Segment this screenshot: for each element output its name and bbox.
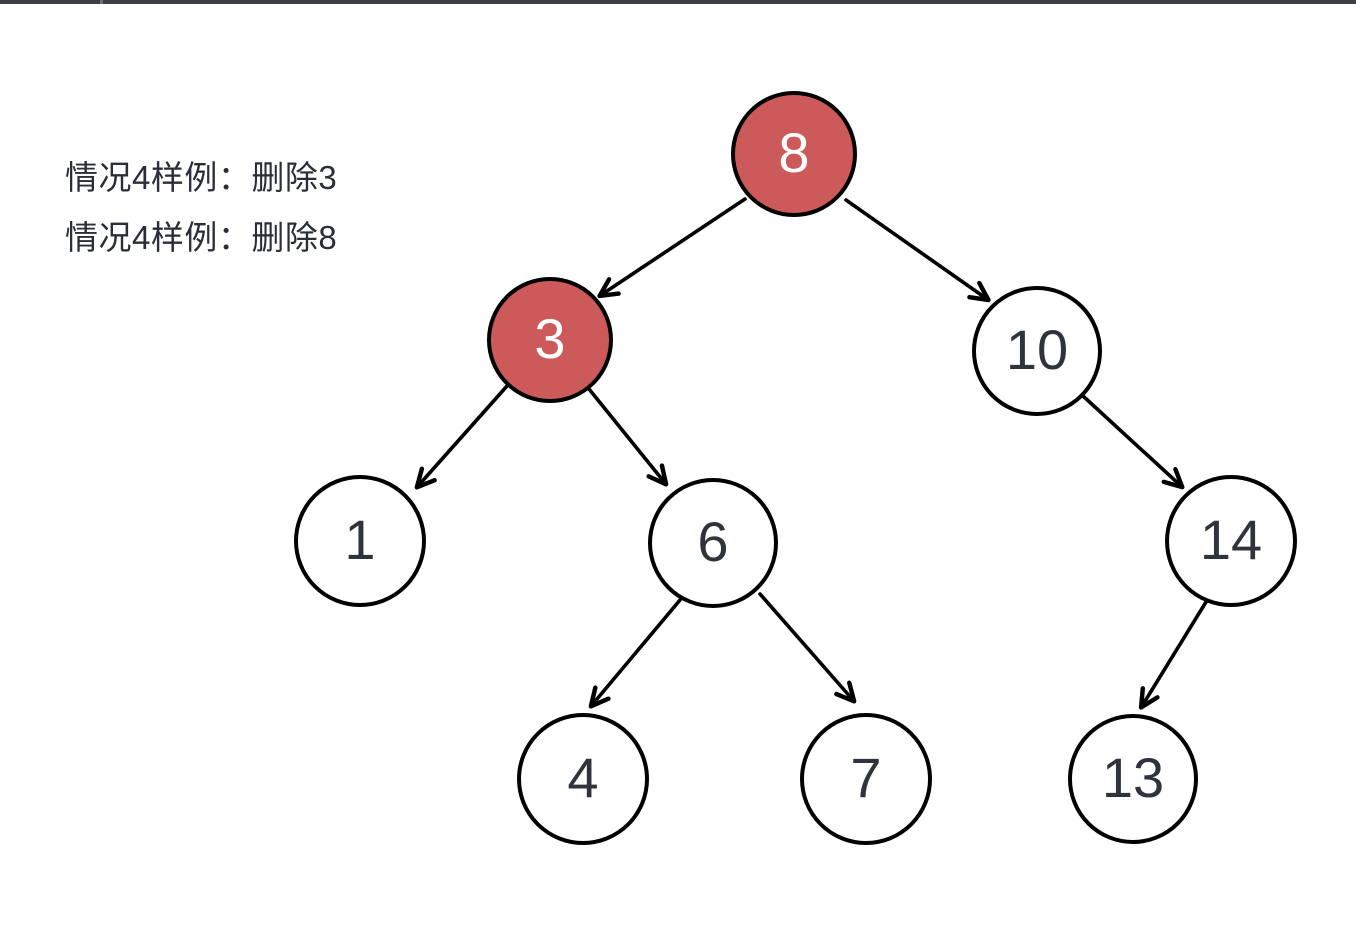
edge-8-3	[597, 197, 747, 299]
tree-node-value: 1	[344, 508, 376, 571]
annotation-line-1: 情况4样例：删除3	[65, 159, 338, 196]
edge-8-10	[844, 198, 991, 303]
tree-node-14: 14	[1165, 475, 1297, 607]
tree-node-value: 14	[1199, 508, 1263, 571]
edge-10-14	[1081, 394, 1185, 490]
annotation-block: 情况4样例：删除3 情况4样例：删除8	[65, 148, 337, 268]
tree-node-value: 4	[567, 746, 599, 809]
edge-3-1	[414, 384, 509, 490]
tree-node-value: 10	[1005, 318, 1069, 381]
tree-node-value: 7	[850, 746, 882, 809]
tree-node-value: 8	[778, 121, 810, 184]
tree-node-13: 13	[1068, 714, 1198, 844]
tree-node-6: 6	[648, 478, 778, 608]
tree-node-7: 7	[800, 713, 932, 845]
edge-14-13	[1138, 600, 1208, 710]
tree-node-1: 1	[294, 475, 426, 607]
tree-node-value: 13	[1101, 746, 1165, 809]
window-top-edge-notch	[100, 0, 103, 4]
tree-node-8: 8	[731, 91, 857, 217]
edge-6-7	[758, 592, 857, 704]
edge-6-4	[588, 598, 682, 709]
annotation-line-2: 情况4样例：删除8	[65, 219, 338, 256]
tree-node-value: 6	[697, 510, 729, 573]
tree-node-10: 10	[972, 286, 1102, 416]
edge-3-6	[587, 387, 669, 487]
tree-node-3: 3	[487, 277, 613, 403]
window-top-edge	[0, 0, 1356, 4]
tree-node-value: 3	[534, 307, 566, 370]
tree-node-4: 4	[517, 713, 649, 845]
